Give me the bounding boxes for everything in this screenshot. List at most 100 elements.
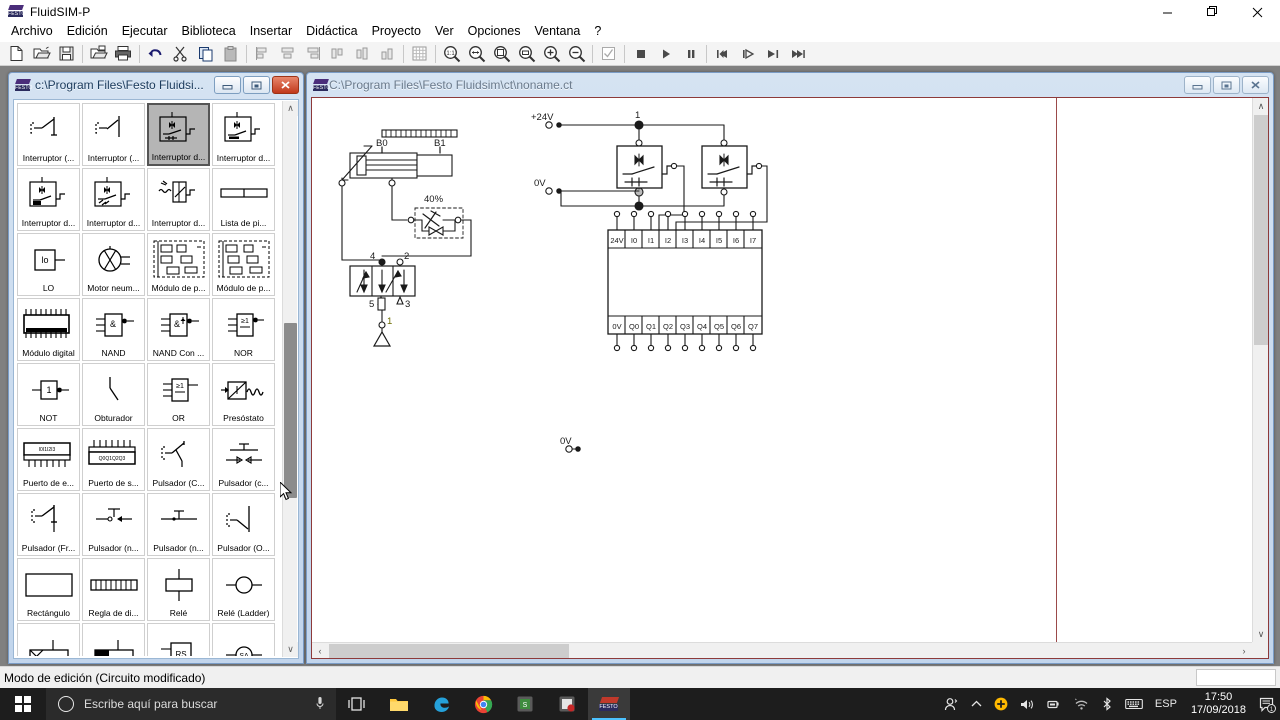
library-item[interactable]: I0I1I2I3 Puerto de e... [17,428,80,491]
toolbar-print-preview[interactable] [86,43,111,65]
toolbar-paste[interactable] [218,43,243,65]
library-item[interactable]: Relé (Ladder) [212,558,275,621]
library-item[interactable]: Pulsador (Fr... [17,493,80,556]
volume-speaker-icon[interactable] [1014,688,1041,720]
menu-help[interactable]: ? [594,24,602,38]
toolbar-grid[interactable] [407,43,432,65]
library-item[interactable]: Pulsador (C... [147,428,210,491]
taskbar-app-2[interactable] [546,688,588,720]
toolbar-undo[interactable] [143,43,168,65]
library-item[interactable]: Regla de di... [82,558,145,621]
toolbar-reset[interactable] [710,43,735,65]
taskbar-chrome[interactable] [462,688,504,720]
library-item[interactable]: Pulsador (c... [212,428,275,491]
menu-ventana[interactable]: Ventana [534,24,581,38]
menu-archivo[interactable]: Archivo [11,24,53,38]
start-button[interactable] [0,688,46,720]
document-titlebar[interactable]: FESTO C:\Program Files\Festo Fluidsim\ct… [307,73,1273,97]
toolbar-step[interactable] [735,43,760,65]
toolbar-pause[interactable] [678,43,703,65]
document-scroll-left-button[interactable]: ‹ [318,646,322,656]
toolbar-zoom-in[interactable] [539,43,564,65]
library-item[interactable]: Interruptor d... [82,168,145,231]
circuit-canvas[interactable]: B0 B1 40% 4 2 5 3 1 +24V 0V 1 0V [312,98,1252,642]
toolbar-align-right[interactable] [300,43,325,65]
menu-biblioteca[interactable]: Biblioteca [181,24,236,38]
library-minimize-button[interactable] [214,76,241,94]
menu-insertar[interactable]: Insertar [249,24,293,38]
document-maximize-button[interactable] [1213,76,1240,94]
library-item[interactable]: & NAND Con ... [147,298,210,361]
toolbar-save[interactable] [54,43,79,65]
toolbar-print[interactable] [111,43,136,65]
network-icon[interactable] [1041,688,1068,720]
library-item[interactable]: Lista de pi... [212,168,275,231]
library-item[interactable]: RS [147,623,210,656]
document-horizontal-scrollbar[interactable]: ‹ › [312,642,1252,658]
toolbar-align-center[interactable] [275,43,300,65]
library-item[interactable]: Módulo de p... [212,233,275,296]
library-item[interactable]: Pulsador (n... [147,493,210,556]
toolbar-zoom-fit-width[interactable] [464,43,489,65]
library-item-selected[interactable]: Interruptor d... [147,103,210,166]
library-item[interactable]: Motor neum... [82,233,145,296]
action-center-icon[interactable]: 1 [1254,688,1280,720]
bluetooth-icon[interactable] [1095,688,1119,720]
taskbar-fluidsim[interactable]: FESTO [588,688,630,720]
library-item[interactable]: 1 NOT [17,363,80,426]
library-item[interactable]: Pulsador (O... [212,493,275,556]
toolbar-zoom-fit-page[interactable] [489,43,514,65]
library-scroll-thumb[interactable] [284,323,297,498]
library-item[interactable]: & NAND [82,298,145,361]
menu-didactica[interactable]: Didáctica [306,24,358,38]
library-item[interactable]: Interruptor d... [17,168,80,231]
taskbar-edge[interactable] [420,688,462,720]
toolbar-copy[interactable] [193,43,218,65]
document-scroll-right-button[interactable]: › [1242,646,1246,656]
toolbar-play[interactable] [653,43,678,65]
taskbar-search-box[interactable]: Escribe aquí para buscar [46,688,336,720]
taskbar-app-1[interactable]: S [504,688,546,720]
library-item[interactable]: Pulsador (n... [82,493,145,556]
library-vertical-scrollbar[interactable]: ∧ ∨ [282,101,298,657]
document-hscroll-thumb[interactable] [329,644,569,658]
toolbar-open[interactable] [29,43,54,65]
taskbar-task-view[interactable] [336,688,378,720]
menu-ver[interactable]: Ver [434,24,454,38]
library-scroll-down-button[interactable]: ∨ [283,642,298,657]
taskbar-file-explorer[interactable] [378,688,420,720]
library-close-button[interactable] [272,76,299,94]
menu-opciones[interactable]: Opciones [467,24,521,38]
keyboard-layout-icon[interactable] [1119,688,1149,720]
library-item[interactable]: Presóstato [212,363,275,426]
toolbar-end[interactable] [760,43,785,65]
toolbar-stop[interactable] [628,43,653,65]
toolbar-align-bottom[interactable] [375,43,400,65]
document-minimize-button[interactable] [1184,76,1211,94]
toolbar-new[interactable] [4,43,29,65]
library-item[interactable]: Interruptor d... [147,168,210,231]
clock[interactable]: 17:50 17/09/2018 [1183,688,1254,720]
toolbar-align-left[interactable] [250,43,275,65]
close-button[interactable] [1235,0,1280,24]
toolbar-check[interactable] [596,43,621,65]
library-item[interactable]: Q0Q1Q2Q3 Puerto de s... [82,428,145,491]
menu-edicion[interactable]: Edición [66,24,108,38]
toolbar-cut[interactable] [168,43,193,65]
document-close-button[interactable] [1242,76,1269,94]
people-icon[interactable] [938,688,965,720]
library-item[interactable]: ≥1 OR [147,363,210,426]
wifi-icon[interactable]: * [1068,688,1095,720]
language-indicator[interactable]: ESP [1154,698,1177,710]
library-item[interactable] [82,623,145,656]
security-shield-icon[interactable] [988,688,1014,720]
menu-proyecto[interactable]: Proyecto [371,24,421,38]
document-vertical-scrollbar[interactable]: ∧ ∨ [1252,98,1268,642]
library-item[interactable]: ≥1 NOR [212,298,275,361]
library-item[interactable]: Rectángulo [17,558,80,621]
toolbar-align-top[interactable] [325,43,350,65]
menu-ejecutar[interactable]: Ejecutar [121,24,168,38]
minimize-button[interactable] [1145,0,1190,24]
library-item[interactable]: Interruptor d... [212,103,275,166]
library-item[interactable] [17,623,80,656]
